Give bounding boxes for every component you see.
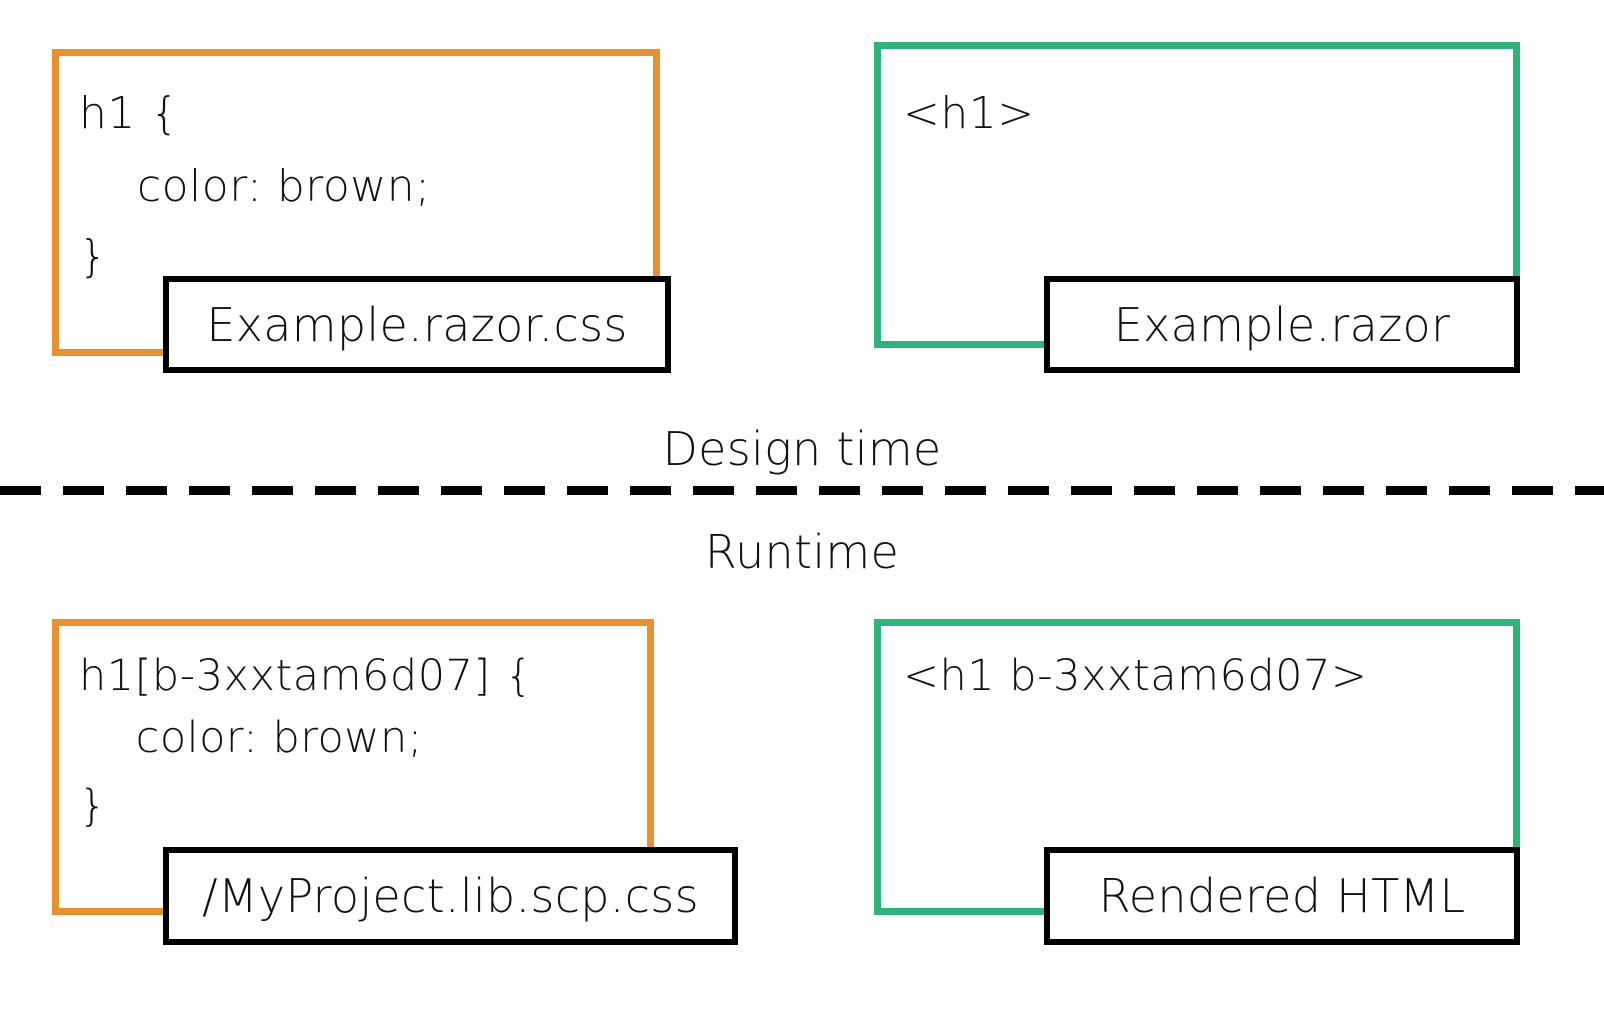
design-time-markup-line-1: <h1> <box>903 88 1035 139</box>
design-time-css-file-label: Example.razor.css <box>206 297 628 352</box>
runtime-css-line-1: h1[b-3xxtam6d07] { <box>79 651 533 701</box>
design-time-phase-label: Design time <box>662 422 942 476</box>
design-time-markup-file-label: Example.razor <box>1113 297 1451 352</box>
runtime-css-file-label: /MyProject.lib.scp.css <box>202 869 699 923</box>
runtime-css-line-2: color: brown; <box>79 713 423 763</box>
runtime-css-line-3: } <box>79 781 107 831</box>
design-time-css-line-3: } <box>79 231 108 282</box>
design-time-markup-file-label-box: Example.razor <box>1044 276 1520 373</box>
design-time-css-line-1: h1 { <box>79 88 179 139</box>
runtime-phase-label: Runtime <box>704 525 900 579</box>
runtime-markup-file-label-box: Rendered HTML <box>1044 847 1520 945</box>
runtime-markup-file-label: Rendered HTML <box>1098 869 1466 923</box>
design-time-css-file-label-box: Example.razor.css <box>163 276 671 373</box>
runtime-markup-line-1: <h1 b-3xxtam6d07> <box>903 651 1368 701</box>
phase-divider <box>0 486 1604 495</box>
runtime-css-file-label-box: /MyProject.lib.scp.css <box>163 847 738 945</box>
design-time-css-line-2: color: brown; <box>79 161 431 212</box>
